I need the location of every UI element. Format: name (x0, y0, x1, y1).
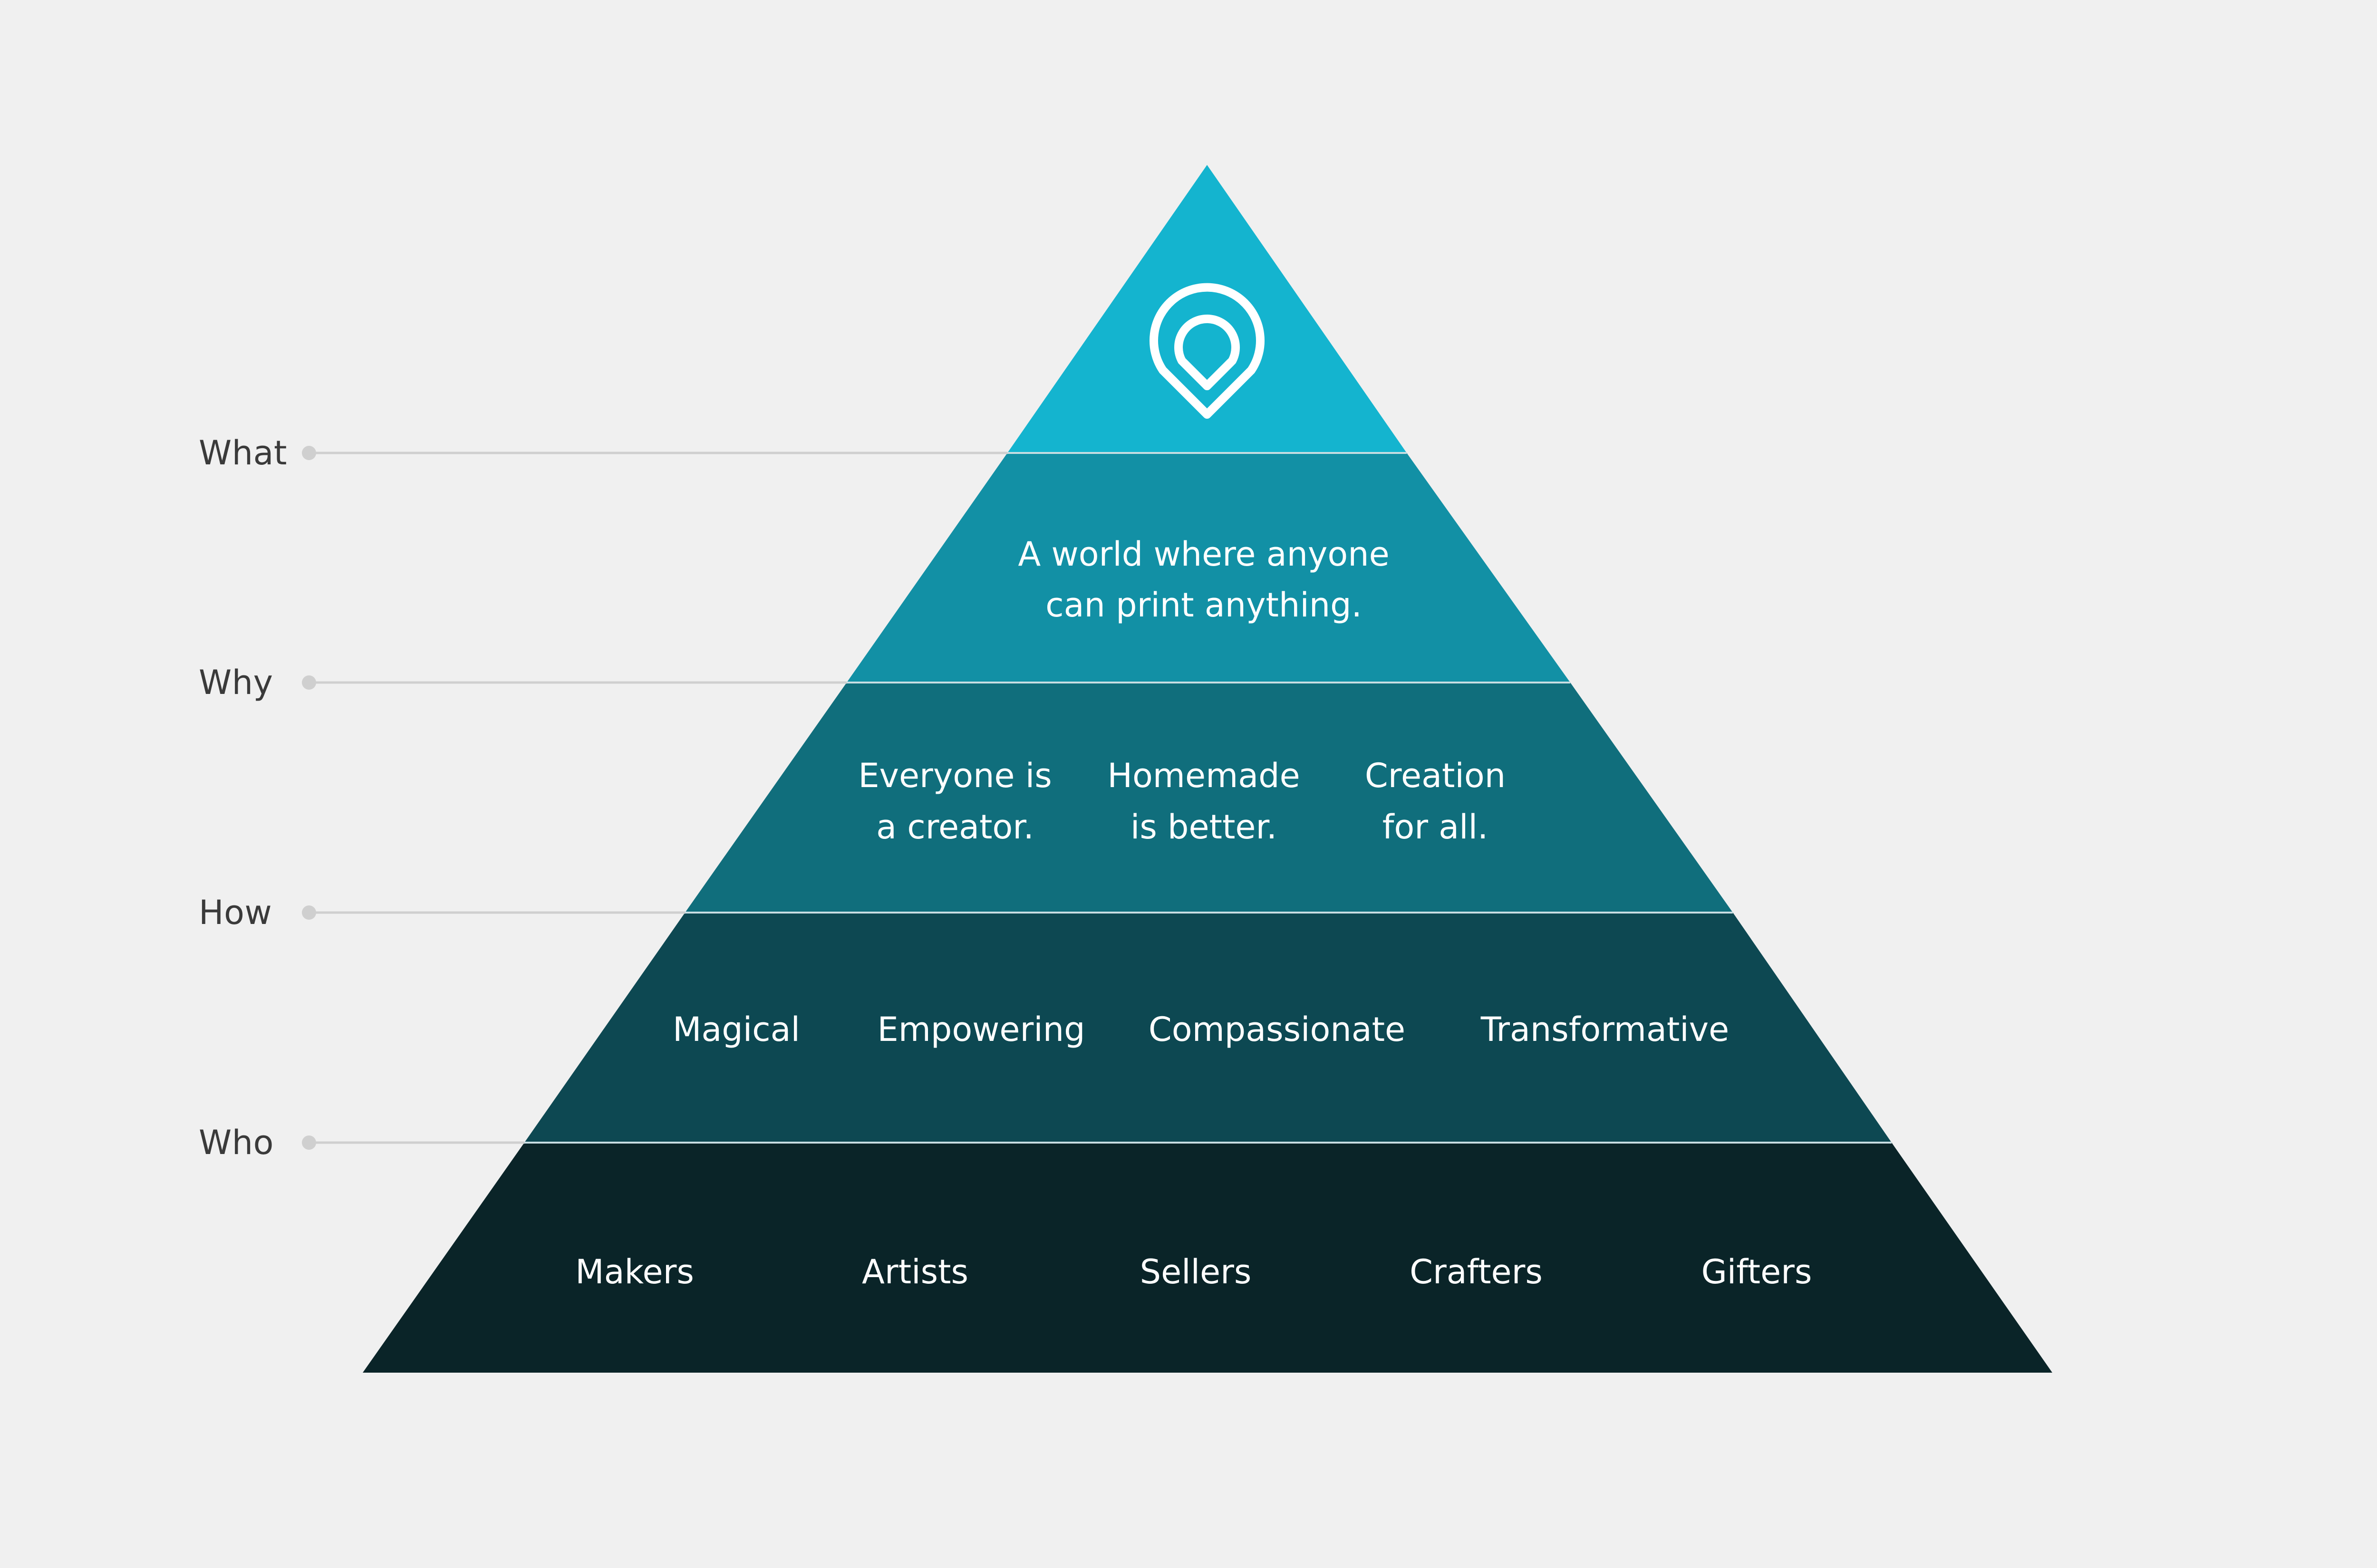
tier-values (524, 913, 1892, 1143)
audience-makers: Makers (575, 1252, 694, 1291)
tier-beliefs (685, 683, 1733, 913)
side-label-who: Who (199, 1123, 274, 1162)
value-compassionate: Compassionate (1149, 1010, 1405, 1049)
belief-2-line-2: is better. (1131, 808, 1277, 847)
belief-1-line-2: a creator. (876, 808, 1034, 847)
belief-1-line-1: Everyone is (858, 756, 1052, 795)
tier-apex (1007, 165, 1407, 453)
audience-crafters: Crafters (1410, 1252, 1543, 1291)
side-label-how: How (199, 893, 272, 932)
audience-gifters: Gifters (1701, 1252, 1812, 1291)
tier-vision (847, 453, 1570, 683)
belief-2-line-1: Homemade (1107, 756, 1300, 795)
value-magical: Magical (673, 1010, 800, 1049)
guide-dot-why (302, 675, 316, 690)
tier-audience (363, 1143, 2052, 1373)
belief-3-line-1: Creation (1365, 756, 1506, 795)
audience-artists: Artists (862, 1252, 968, 1291)
value-empowering: Empowering (877, 1010, 1085, 1049)
side-label-what: What (199, 433, 287, 472)
vision-line-1: A world where anyone (1018, 535, 1389, 574)
guide-dot-what (302, 446, 316, 460)
value-transformative: Transformative (1480, 1010, 1729, 1049)
audience-sellers: Sellers (1140, 1252, 1252, 1291)
guide-dot-who (302, 1135, 316, 1150)
guide-dot-how (302, 905, 316, 920)
vision-line-2: can print anything. (1045, 586, 1362, 625)
belief-3-line-2: for all. (1382, 808, 1488, 847)
side-label-why: Why (199, 663, 273, 702)
printer-pin-logo-icon (1150, 283, 1265, 419)
